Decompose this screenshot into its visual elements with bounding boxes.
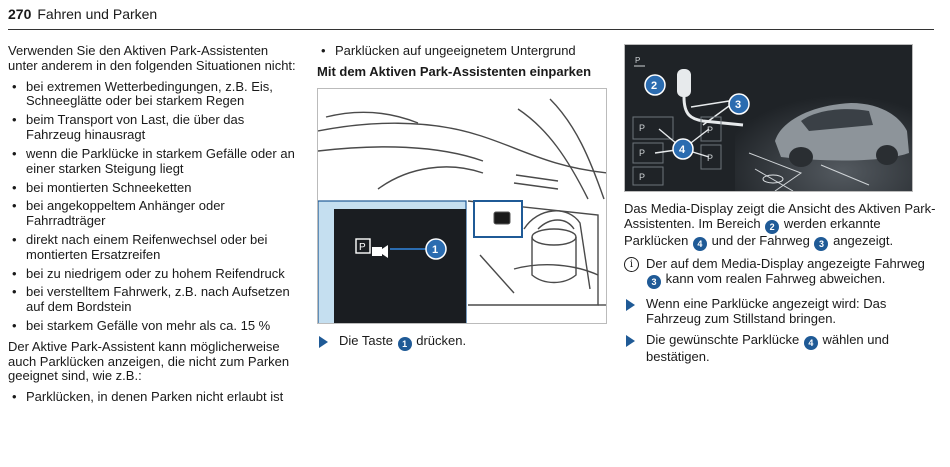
list-item: Parklücken auf ungeeignetem Untergrund bbox=[317, 43, 607, 59]
list-item: bei starkem Gefälle von mehr als ca. 15 … bbox=[8, 318, 298, 334]
callout-4 bbox=[672, 138, 694, 160]
console-drawing: P 1 bbox=[318, 98, 606, 323]
svg-text:P: P bbox=[639, 123, 645, 133]
callout-3 bbox=[728, 93, 750, 115]
intro-paragraph: Verwenden Sie den Aktiven Park-Assistent… bbox=[8, 43, 296, 73]
page-header: 270 Fahren und Parken bbox=[8, 6, 934, 30]
press-button-step: Die Taste 1 drücken. bbox=[317, 333, 607, 351]
display-description: Das Media-Display zeigt die Ansicht des … bbox=[624, 201, 936, 252]
list-item: bei zu niedrigem oder zu hohem Reifendru… bbox=[8, 266, 298, 282]
callout-badge-4: 4 bbox=[803, 335, 818, 350]
column-2: Parklücken auf ungeeignetem Untergrund M… bbox=[317, 43, 607, 357]
list-item: bei verstelltem Fahrwerk, z.B. nach Aufs… bbox=[8, 285, 298, 315]
list-item: bei montierten Schneeketten bbox=[8, 180, 298, 196]
svg-text:3: 3 bbox=[735, 99, 741, 111]
svg-text:P: P bbox=[359, 242, 366, 253]
unsuitable-paragraph: Der Aktive Park-Assistent kann möglicher… bbox=[8, 338, 290, 384]
svg-text:P: P bbox=[707, 125, 713, 135]
console-illustration: P 1 bbox=[317, 87, 607, 324]
chapter-title: Fahren und Parken bbox=[37, 6, 158, 22]
callout-badge-4: 4 bbox=[692, 237, 707, 252]
column-1: Verwenden Sie den Aktiven Park-Assistent… bbox=[8, 43, 298, 411]
column-3: P P P P P P bbox=[624, 44, 936, 371]
unsuitable-list: Parklücken, in denen Parken nicht erlaub… bbox=[8, 389, 298, 405]
vehicle-top-view-icon bbox=[677, 69, 744, 127]
situations-list: bei extremen Wetterbedingungen, z.B. Eis… bbox=[8, 79, 298, 334]
section-heading: Mit dem Aktiven Park-Assistenten einpark… bbox=[317, 63, 592, 79]
svg-text:P: P bbox=[639, 148, 645, 158]
action-arrow-icon bbox=[319, 335, 328, 348]
info-icon: i bbox=[624, 257, 639, 273]
unsuitable-list-continued: Parklücken auf ungeeignetem Untergrund bbox=[317, 43, 607, 59]
list-item: beim Transport von Last, die über das Fa… bbox=[8, 112, 298, 143]
list-item: Parklücken, in denen Parken nicht erlaub… bbox=[8, 389, 298, 405]
park-mode-icon: P bbox=[635, 56, 640, 65]
svg-text:P: P bbox=[639, 172, 645, 182]
callout-1 bbox=[425, 237, 447, 260]
list-item: bei angekoppeltem Anhänger oder Fahrradt… bbox=[8, 198, 298, 229]
stop-vehicle-step: Wenn eine Parklücke angezeigt wird: Das … bbox=[624, 296, 936, 327]
callout-badge-3: 3 bbox=[814, 237, 829, 252]
svg-text:2: 2 bbox=[651, 80, 657, 92]
svg-text:1: 1 bbox=[432, 244, 438, 256]
callout-badge-2: 2 bbox=[765, 219, 780, 234]
info-note: i Der auf dem Media-Display angezeigte F… bbox=[624, 256, 936, 289]
parking-camera-button-icon: P bbox=[355, 237, 388, 258]
media-display-illustration: P P P P P P bbox=[624, 44, 913, 192]
select-slot-step: Die gewünschte Parklücke 4 wählen und be… bbox=[624, 332, 936, 365]
list-item: direkt nach einem Reifenwechsel oder bei… bbox=[8, 232, 298, 263]
action-arrow-icon bbox=[626, 334, 635, 347]
svg-text:4: 4 bbox=[679, 144, 686, 156]
callout-badge-1: 1 bbox=[397, 336, 412, 351]
vehicle-3d-view bbox=[775, 103, 909, 167]
action-arrow-icon bbox=[626, 299, 635, 311]
list-item: wenn die Parklücke in starkem Gefälle od… bbox=[8, 146, 298, 177]
svg-text:P: P bbox=[707, 153, 713, 163]
callout-2 bbox=[644, 74, 666, 96]
media-display-drawing: P P P P P P bbox=[625, 45, 912, 191]
page-number: 270 bbox=[8, 6, 32, 22]
list-item: bei extremen Wetterbedingungen, z.B. Eis… bbox=[8, 79, 298, 110]
callout-badge-3: 3 bbox=[647, 275, 661, 289]
